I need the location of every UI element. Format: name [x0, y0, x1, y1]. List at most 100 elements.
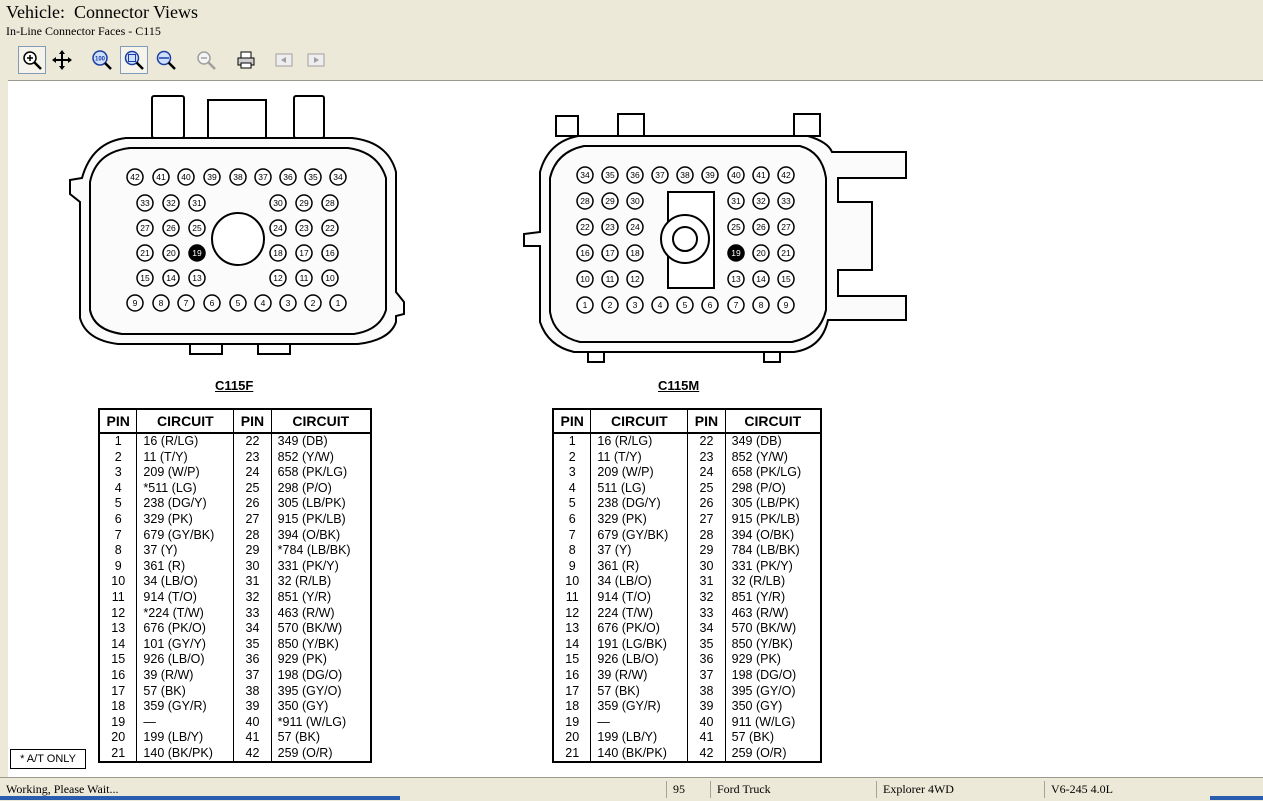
pan-button[interactable]: [48, 46, 76, 74]
progress-segment: [0, 796, 400, 800]
print-button[interactable]: [232, 46, 260, 74]
pin-number: 42: [687, 745, 726, 763]
circuit-value: 39 (R/W): [136, 667, 235, 684]
pin-37: [651, 166, 669, 184]
pin-label: 1: [336, 298, 341, 308]
pin-label: 29: [299, 198, 309, 208]
pin-label: 7: [734, 300, 739, 310]
pin-number: 26: [233, 496, 272, 512]
col-circuit: CIRCUIT: [724, 408, 822, 434]
pin-28: [321, 194, 339, 212]
pin-1: [329, 294, 347, 312]
pin-label: 19: [731, 248, 741, 258]
circuit-value: 198 (DG/O): [731, 667, 797, 682]
pin-24: [269, 219, 287, 237]
print-icon: [237, 51, 255, 69]
pin-label: 34: [333, 172, 343, 182]
circuit-value: 463 (R/W): [731, 605, 789, 620]
pin-label: 33: [781, 196, 791, 206]
pin-label: 19: [192, 248, 202, 258]
circuit-value: 511 (LG): [590, 480, 689, 497]
pin-25: [727, 218, 745, 236]
pin-number: 24: [687, 465, 726, 481]
pin-11: [601, 270, 619, 288]
pin-33: [136, 194, 154, 212]
pin-label: 32: [166, 198, 176, 208]
circuit-value: *224 (T/W): [136, 605, 235, 622]
pin-label: 27: [781, 222, 791, 232]
zoom-fit-button[interactable]: [120, 46, 148, 74]
pin-label: 12: [630, 274, 640, 284]
pin-number: 40: [233, 714, 272, 731]
pin-number: 3: [553, 465, 592, 481]
pin-26: [752, 218, 770, 236]
pin-38: [229, 168, 247, 186]
circuit-value: *911 (W/LG): [277, 714, 347, 729]
pin-26: [162, 219, 180, 237]
pin-22: [576, 218, 594, 236]
pin-label: 2: [608, 300, 613, 310]
pin-number: 9: [99, 558, 138, 575]
circuit-value: 199 (LB/Y): [590, 730, 689, 746]
zoom-width-button[interactable]: [152, 46, 180, 74]
circuit-value: 331 (PK/Y): [277, 558, 339, 573]
circuit-value: 395 (GY/O): [731, 683, 796, 698]
pin-23: [295, 219, 313, 237]
circuit-value: 850 (Y/BK): [277, 636, 339, 651]
zoom-out-button[interactable]: [192, 46, 220, 74]
pin-number: 34: [687, 621, 726, 637]
pin-label: 40: [731, 170, 741, 180]
pin-number: 6: [99, 511, 138, 528]
circuit-value: 298 (P/O): [277, 480, 332, 495]
circuit-value: 361 (R): [590, 558, 689, 575]
pin-number: 4: [553, 480, 592, 497]
pin-17: [601, 244, 619, 262]
pin-number: 18: [553, 699, 592, 715]
pin-number: 12: [553, 605, 592, 622]
zoom-in-button[interactable]: [18, 46, 46, 74]
pin-3: [626, 296, 644, 314]
pin-label: 26: [756, 222, 766, 232]
pin-33: [777, 192, 795, 210]
pin-9: [126, 294, 144, 312]
pin-number: 11: [99, 589, 138, 606]
circuit-value: 349 (DB): [277, 434, 328, 448]
pin-number: 38: [233, 683, 272, 700]
pin-number: 27: [687, 511, 726, 528]
pin-3: [279, 294, 297, 312]
pin-number: 4: [99, 480, 138, 497]
circuit-value: 570 (BK/W): [731, 621, 797, 636]
pin-label: 4: [658, 300, 663, 310]
pin-number: 28: [233, 527, 272, 544]
pin-number: 13: [553, 621, 592, 637]
circuit-value: 329 (PK): [136, 511, 235, 528]
zoom-100-button[interactable]: 100: [88, 46, 116, 74]
pin-17: [295, 244, 313, 262]
circuit-value: 395 (GY/O): [277, 683, 342, 698]
circuit-value: *511 (LG): [136, 480, 235, 497]
progress-strip: [0, 796, 1263, 800]
pin-number: 3: [99, 465, 138, 481]
pin-label: 28: [580, 196, 590, 206]
pin-13: [727, 270, 745, 288]
pin-12: [626, 270, 644, 288]
pin-number: 37: [233, 667, 272, 684]
circuit-value: 37 (Y): [136, 543, 235, 559]
pin-number: 7: [99, 527, 138, 544]
next-page-button[interactable]: [302, 46, 330, 74]
pin-label: 26: [166, 223, 176, 233]
previous-page-button[interactable]: [270, 46, 298, 74]
pin-number: 41: [233, 730, 272, 746]
